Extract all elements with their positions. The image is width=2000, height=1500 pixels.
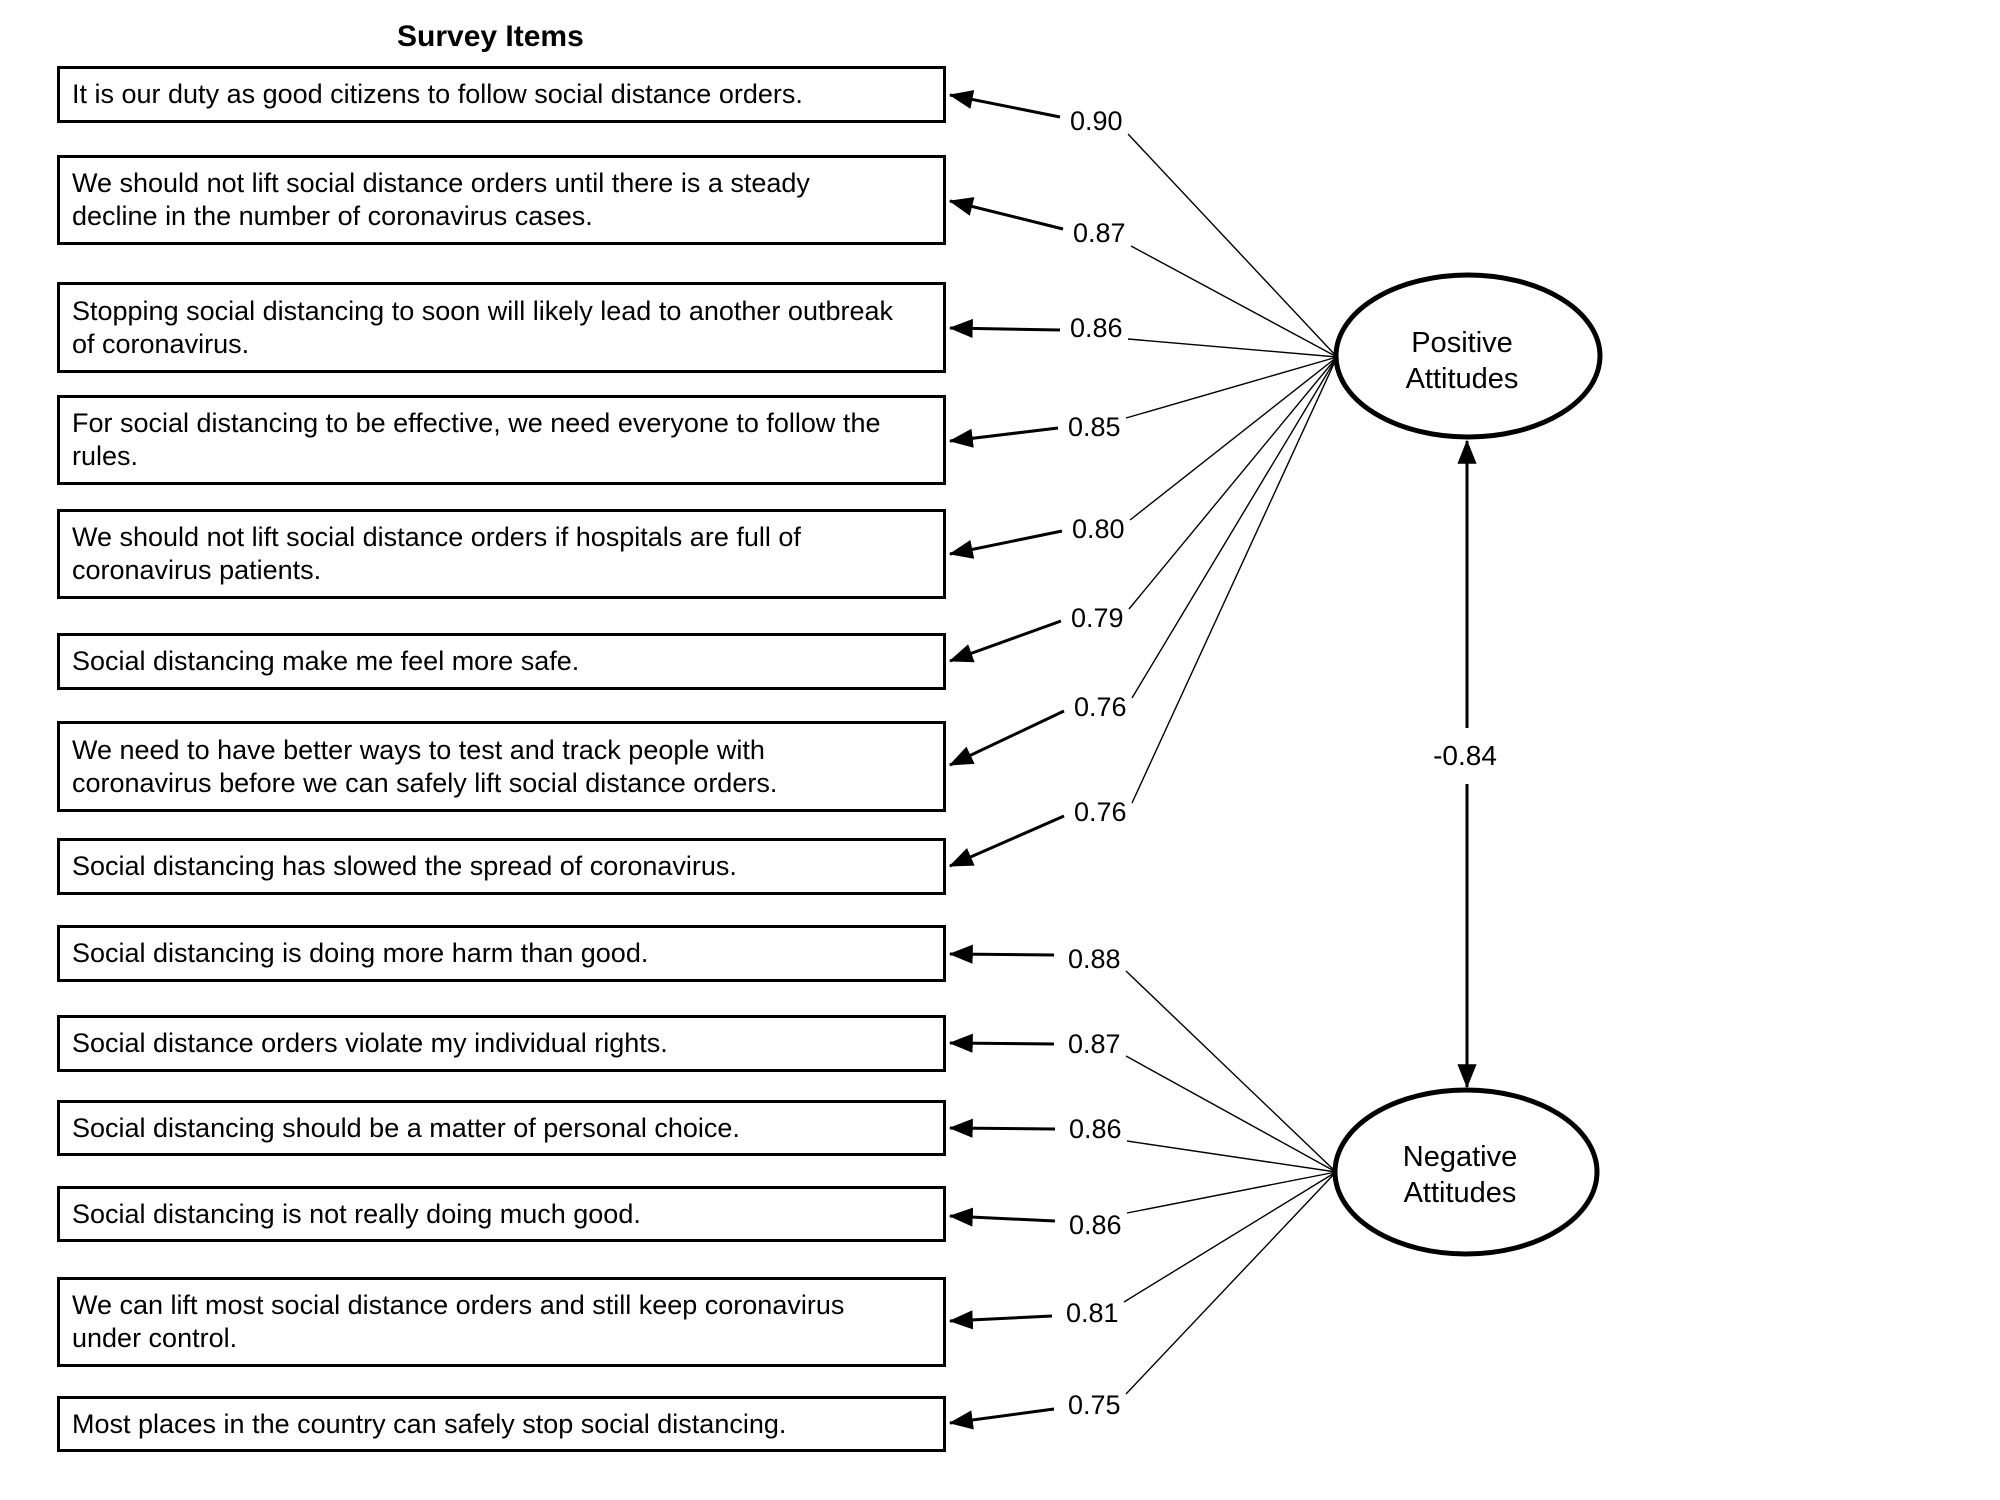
loading-path [1125, 1171, 1337, 1395]
survey-item-text: We can lift most social distance orders … [72, 1290, 845, 1353]
positive-attitudes-factor: Positive Attitudes [1333, 272, 1603, 440]
survey-item-text: Social distancing make me feel more safe… [72, 646, 580, 676]
survey-item-box: Stopping social distancing to soon will … [57, 282, 946, 373]
survey-item-text: We should not lift social distance order… [72, 168, 810, 231]
loading-arrow [948, 90, 1061, 119]
loading-arrow [948, 814, 1065, 868]
survey-item-text: It is our duty as good citizens to follo… [72, 79, 803, 109]
survey-item-box: Social distancing is doing more harm tha… [57, 925, 946, 982]
survey-item-box: We need to have better ways to test and … [57, 721, 946, 812]
loading-arrow [948, 197, 1064, 231]
survey-item-text: We should not lift social distance order… [72, 522, 801, 585]
loading-label: 0.81 [1066, 1298, 1119, 1328]
loading-label: 0.79 [1071, 603, 1124, 633]
loading-path [1125, 970, 1337, 1173]
loading-arrow [948, 1310, 1053, 1330]
survey-item-text: We need to have better ways to test and … [72, 734, 778, 798]
loading-path [1128, 356, 1338, 610]
negative-attitudes-label: Negative [1403, 1141, 1517, 1173]
survey-item-text: Social distancing is doing more harm tha… [72, 938, 649, 968]
loading-arrow [948, 426, 1059, 448]
loading-path [1125, 356, 1338, 419]
survey-item-box: Most places in the country can safely st… [57, 1396, 946, 1452]
survey-item-box: We can lift most social distance orders … [57, 1277, 946, 1367]
correlation-arrow: -0.84 [1433, 439, 1497, 1089]
loading-label: 0.86 [1069, 1210, 1122, 1240]
negative-loading-paths [1123, 970, 1337, 1395]
loading-path [1131, 356, 1338, 699]
survey-item-box: It is our duty as good citizens to follo… [57, 66, 946, 123]
survey-item-box: We should not lift social distance order… [57, 155, 946, 245]
loading-label: 0.76 [1074, 797, 1127, 827]
loading-arrow [948, 1207, 1056, 1227]
survey-item-text: For social distancing to be effective, w… [72, 408, 881, 471]
negative-attitudes-ellipse [1332, 1087, 1600, 1257]
loading-path [1127, 338, 1338, 358]
loading-label: 0.88 [1068, 944, 1121, 974]
loading-arrow [948, 1118, 1056, 1138]
loading-label: 0.90 [1070, 106, 1123, 136]
loading-arrow [948, 529, 1063, 559]
loading-arrows [948, 90, 1065, 1430]
survey-item-box: We should not lift social distance order… [57, 509, 946, 599]
survey-item-box: Social distance orders violate my indivi… [57, 1015, 946, 1072]
survey-item-box: Social distancing has slowed the spread … [57, 838, 946, 895]
loading-label: 0.86 [1070, 313, 1123, 343]
positive-attitudes-ellipse [1333, 272, 1603, 440]
loading-arrow [948, 619, 1062, 663]
loading-label: 0.75 [1068, 1390, 1121, 1420]
loading-arrow [948, 318, 1061, 339]
survey-item-box: For social distancing to be effective, w… [57, 395, 946, 485]
survey-item-text: Stopping social distancing to soon will … [72, 295, 893, 359]
loading-path [1127, 133, 1338, 358]
loading-path [1125, 1055, 1337, 1173]
correlation-label: -0.84 [1433, 740, 1497, 771]
positive-loading-paths [1125, 133, 1338, 804]
survey-item-box: Social distancing should be a matter of … [57, 1100, 946, 1156]
loading-arrow [948, 709, 1065, 767]
loading-path [1130, 245, 1338, 358]
loading-arrow [948, 944, 1055, 964]
survey-item-box: Social distancing make me feel more safe… [57, 633, 946, 690]
loading-path [1126, 1171, 1337, 1214]
survey-item-text: Social distancing has slowed the spread … [72, 851, 737, 881]
loading-path [1131, 356, 1338, 804]
loading-path [1126, 1140, 1337, 1173]
loading-label: 0.80 [1072, 514, 1125, 544]
diagram-title: Survey Items [397, 20, 584, 53]
survey-item-text: Social distancing is not really doing mu… [72, 1198, 641, 1229]
survey-item-text: Most places in the country can safely st… [72, 1408, 787, 1439]
positive-attitudes-label: Positive [1411, 327, 1513, 359]
survey-item-text: Social distancing should be a matter of … [72, 1112, 740, 1143]
loading-label: 0.76 [1074, 692, 1127, 722]
survey-item-text: Social distance orders violate my indivi… [72, 1028, 668, 1058]
negative-attitudes-factor: Negative Attitudes [1332, 1087, 1600, 1257]
loading-arrow [948, 1033, 1055, 1053]
survey-item-box: Social distancing is not really doing mu… [57, 1186, 946, 1242]
loading-label: 0.86 [1069, 1114, 1122, 1144]
loading-label: 0.85 [1068, 412, 1121, 442]
negative-attitudes-label: Attitudes [1404, 1177, 1517, 1209]
loading-arrow [948, 1407, 1055, 1430]
loading-path [1129, 356, 1338, 521]
loading-label: 0.87 [1073, 218, 1126, 248]
loading-path [1123, 1171, 1337, 1303]
loading-labels: 0.90 0.87 0.86 0.85 0.80 0.79 0.76 0.76 … [1066, 106, 1127, 1420]
positive-attitudes-label: Attitudes [1406, 363, 1519, 395]
loading-label: 0.87 [1068, 1029, 1121, 1059]
